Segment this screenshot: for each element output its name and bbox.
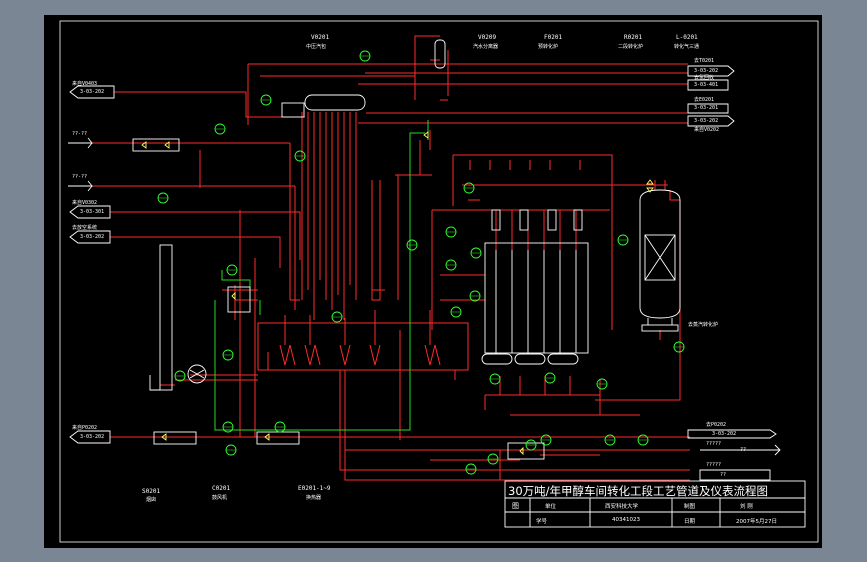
conn-left-1-from: 来自V0403: [72, 81, 98, 87]
tag-l0201-name: 转化气三通: [674, 44, 700, 50]
conn-right-7-tag: ?????: [706, 441, 722, 447]
tag-v0209-name: 汽水分离器: [473, 44, 499, 50]
conn-right-8-tag: ?????: [706, 462, 722, 468]
conn-right-1-to: 去T0201: [694, 58, 715, 64]
tag-v0209: V0209: [478, 34, 497, 41]
valves: [141, 131, 654, 456]
conn-left-1: [69, 85, 115, 99]
title-block-date-value: 2007年5月27日: [736, 519, 777, 525]
separator-v0209: [434, 39, 446, 69]
tag-c0201-name: 鼓风机: [212, 495, 228, 501]
conn-left-3-tag: ??-??: [72, 174, 88, 180]
conn-left-5-sheet: 3-03-202: [80, 234, 105, 240]
conn-right-5-from: 来自V0202: [694, 127, 720, 133]
tag-r0201-name: 二段转化炉: [618, 44, 644, 50]
tag-s0201: S0201: [142, 488, 161, 495]
conn-left-4-sheet: 3-03-301: [80, 209, 105, 215]
conn-right-6-to: 去P0202: [706, 422, 727, 428]
tag-s0201-name: 烟囱: [146, 497, 157, 503]
instrument-tag-lines: [158, 55, 684, 470]
conn-left-6-from: 来自P0202: [72, 425, 98, 431]
stack-s0201: [159, 244, 173, 391]
conn-left-5-from: 去放空系统: [72, 225, 98, 231]
title-block: [504, 480, 806, 528]
title-block-student-label: 学号: [536, 519, 548, 525]
equipment: [68, 39, 806, 528]
title-block-fig: 图: [512, 502, 519, 510]
tag-v0201-name: 中压汽包: [306, 44, 327, 50]
process-lines: [92, 35, 690, 481]
tag-l0201: L-0201: [676, 34, 698, 41]
tag-e0201: E0201-1~9: [298, 485, 331, 492]
title-block-student-value: 40341023: [612, 517, 640, 523]
conn-left-4-from: 来自V0302: [72, 200, 98, 206]
tag-f0201: F0201: [544, 34, 563, 41]
reformer-box: [484, 242, 589, 354]
steam-drum-v0201: [304, 94, 366, 111]
title-block-date-label: 日期: [684, 519, 696, 525]
conn-right-2-sheet: 3-03-401: [694, 82, 719, 88]
side-label: 去蒸汽转化炉: [688, 322, 719, 328]
conn-left-1-sheet: 3-03-202: [80, 89, 105, 95]
title-block-drawn-label: 制图: [684, 504, 696, 510]
title-block-unit-label: 单位: [545, 504, 557, 510]
conn-right-3-to: 去E0201: [694, 97, 715, 103]
conn-right-6-sheet: 3-03-202: [712, 431, 737, 437]
conn-left-6-sheet: 3-03-202: [80, 434, 105, 440]
tag-e0201-name: 换热器: [306, 495, 322, 501]
title-block-title: 30万吨/年甲醇车间转化工段工艺管道及仪表流程图: [508, 484, 769, 498]
tag-f0201-name: 预转化炉: [538, 44, 559, 50]
inner-border: [59, 20, 819, 543]
conn-right-8-sheet: ??: [720, 472, 727, 478]
conn-right-2-to: 去氢回收: [694, 75, 715, 81]
tag-c0201: C0201: [212, 485, 231, 492]
conn-right-4-sheet: 3-03-202: [694, 118, 719, 124]
title-block-unit-value: 西安科技大学: [605, 504, 639, 510]
conn-right-3-sheet: 3-03-201: [694, 105, 719, 111]
conn-right-7-sheet: ??: [740, 447, 747, 453]
title-block-drawn-value: 刘 刚: [740, 504, 753, 510]
conn-left-2-tag: ??-??: [72, 131, 88, 137]
tag-v0201: V0201: [311, 34, 330, 41]
conn-right-1-sheet: 3-03-202: [694, 68, 719, 74]
blower-c0201: [187, 364, 207, 384]
tag-r0201: R0201: [624, 34, 643, 41]
